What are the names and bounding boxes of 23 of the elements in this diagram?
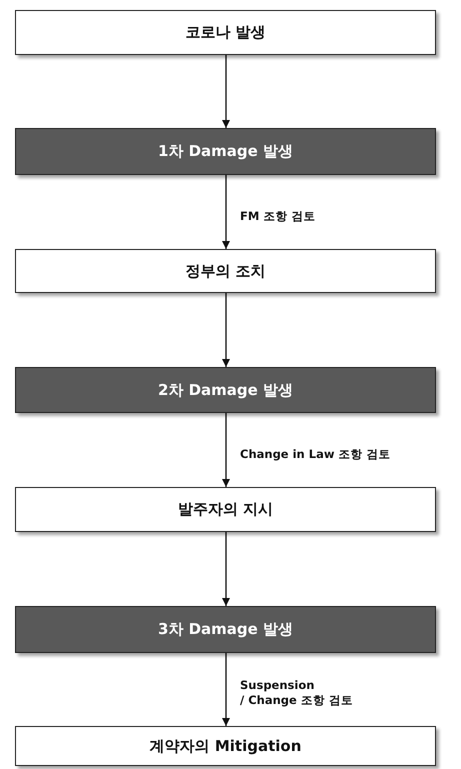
arrow bbox=[222, 653, 230, 726]
damage-box bbox=[15, 128, 436, 175]
edge-label: FM 조항 검토 bbox=[240, 209, 316, 225]
arrow bbox=[222, 55, 230, 128]
arrow bbox=[222, 413, 230, 487]
step-text: 발주자의 지시 bbox=[178, 500, 274, 519]
step-text: 1차 Damage 발생 bbox=[158, 142, 294, 161]
step-text: 3차 Damage 발생 bbox=[158, 620, 294, 639]
damage-box bbox=[15, 606, 436, 653]
arrow bbox=[222, 293, 230, 367]
step-text: 코로나 발생 bbox=[185, 23, 266, 42]
step-text: 2차 Damage 발생 bbox=[158, 380, 294, 400]
step-text: 정부의 조치 bbox=[185, 262, 266, 280]
step-box bbox=[15, 726, 436, 766]
step-box bbox=[15, 249, 436, 293]
step-box bbox=[15, 487, 436, 532]
step-box bbox=[15, 10, 436, 55]
arrow bbox=[222, 175, 230, 249]
arrow bbox=[222, 532, 230, 606]
damage-box bbox=[15, 367, 436, 413]
edge-label: Change in Law 조항 검토 bbox=[240, 447, 390, 463]
step-text: 계약자의 Mitigation bbox=[150, 736, 302, 756]
edge-label: Suspension / Change 조항 검토 bbox=[240, 678, 353, 709]
